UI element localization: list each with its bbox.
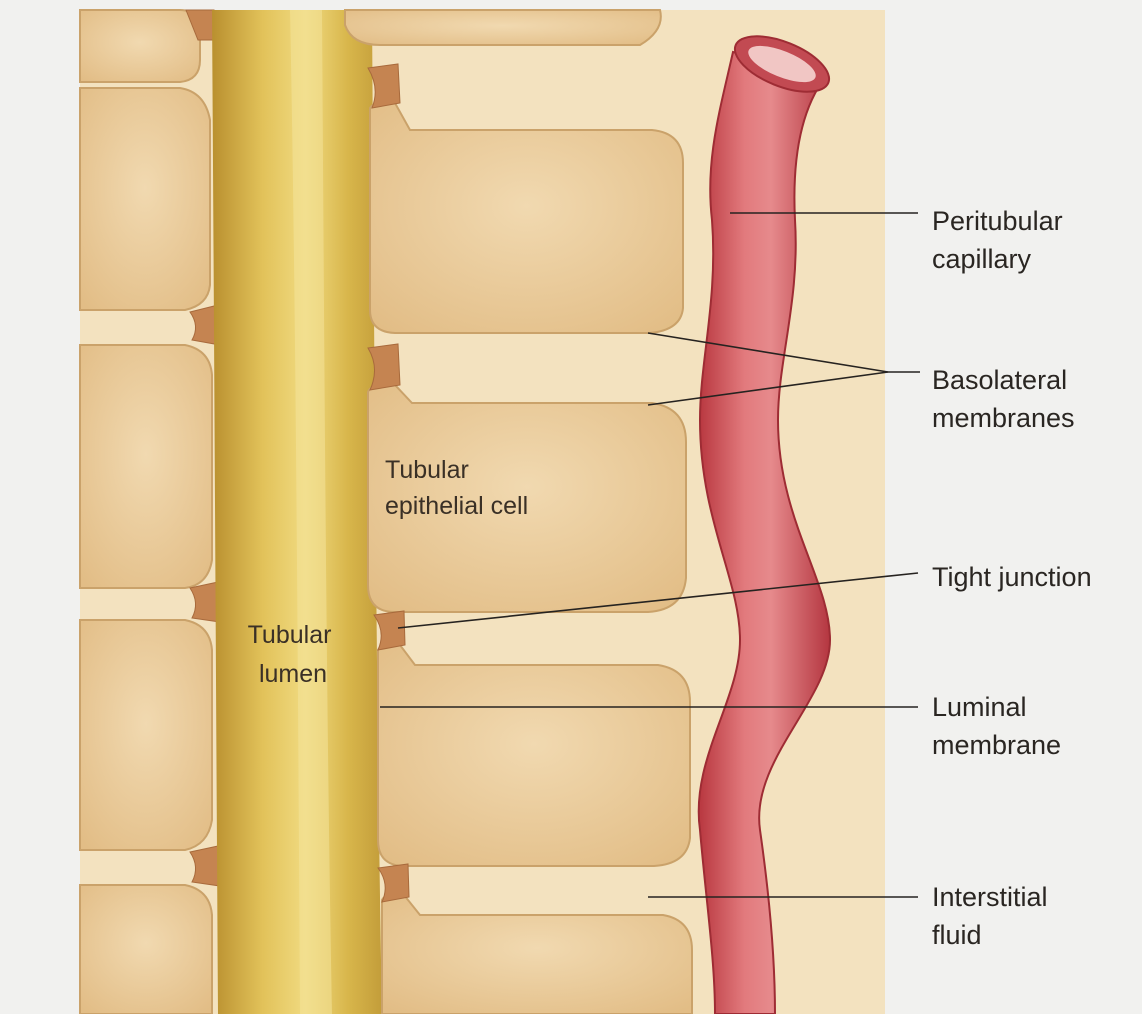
- epithelial-cell: [80, 345, 212, 588]
- epithelial-cell: [80, 885, 212, 1014]
- epithelial-cell: [80, 88, 210, 310]
- epithelial-cell: [80, 620, 212, 850]
- epithelial-cell: [80, 10, 200, 82]
- epithelial-cell: [370, 102, 683, 333]
- label-tight-junction: Tight junction: [932, 562, 1092, 592]
- epithelial-cell: [345, 10, 661, 45]
- epithelial-cell: [378, 644, 690, 866]
